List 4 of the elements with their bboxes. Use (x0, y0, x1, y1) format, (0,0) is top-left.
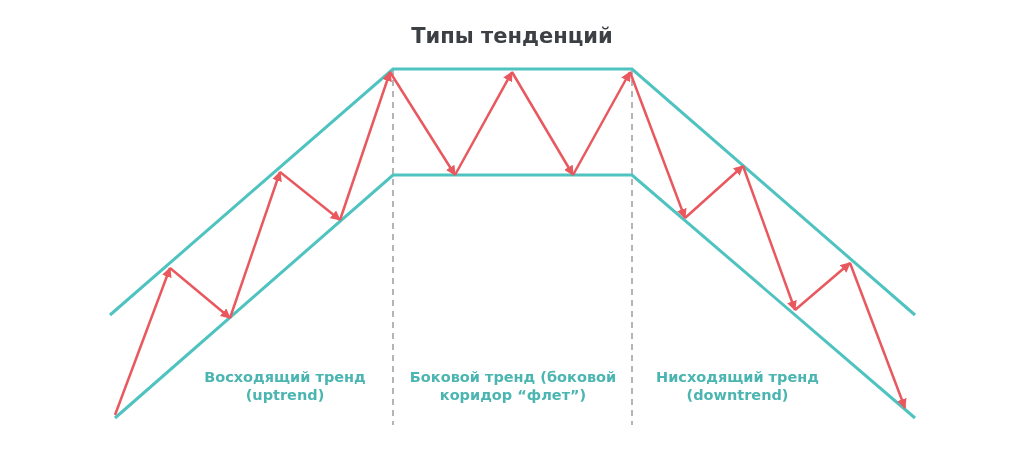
chart-title: Типы тенденций (411, 24, 613, 48)
trend-label: Восходящий тренд (uptrend) (203, 368, 367, 404)
trend-label: Нисходящий тренд (downtrend) (655, 368, 820, 404)
trend-label: Боковой тренд (боковой коридор “флет”) (408, 368, 618, 404)
